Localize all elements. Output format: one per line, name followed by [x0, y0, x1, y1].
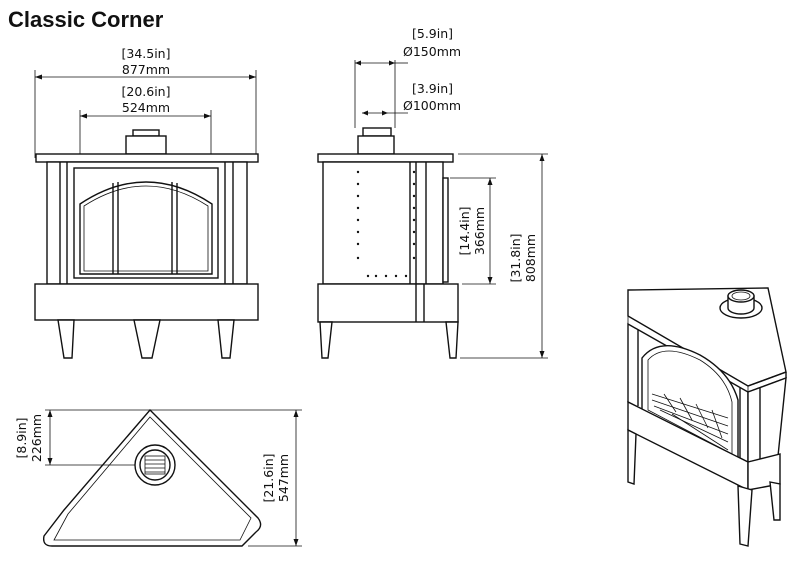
flue-offset-in-label: [8.9in]: [14, 417, 29, 458]
width-mm-label: 877mm: [122, 62, 170, 77]
side-view: [5.9in] Ø150mm [3.9in] Ø100mm: [317, 26, 548, 359]
flue-large-in-label: [5.9in]: [412, 26, 453, 41]
door-width-in-label: [20.6in]: [122, 84, 171, 99]
top-view: [8.9in] 226mm [21.6in] 547mm: [14, 408, 302, 547]
flue-large-mm-label: Ø150mm: [403, 44, 461, 59]
height-mm-label: 808mm: [523, 234, 538, 282]
front-view: [34.5in] 877mm [20.6in] 524mm: [34, 46, 259, 359]
outlet-height-mm-label: 366mm: [472, 207, 487, 255]
isometric-view: [627, 287, 787, 547]
depth-in-label: [21.6in]: [261, 454, 276, 503]
height-in-label: [31.8in]: [508, 234, 523, 283]
depth-mm-label: 547mm: [276, 454, 291, 502]
flue-small-mm-label: Ø100mm: [403, 98, 461, 113]
width-in-label: [34.5in]: [122, 46, 171, 61]
page-title: Classic Corner: [8, 7, 164, 32]
flue-small-in-label: [3.9in]: [412, 81, 453, 96]
outlet-height-in-label: [14.4in]: [457, 207, 472, 256]
flue-offset-mm-label: 226mm: [29, 414, 44, 462]
door-width-mm-label: 524mm: [122, 100, 170, 115]
